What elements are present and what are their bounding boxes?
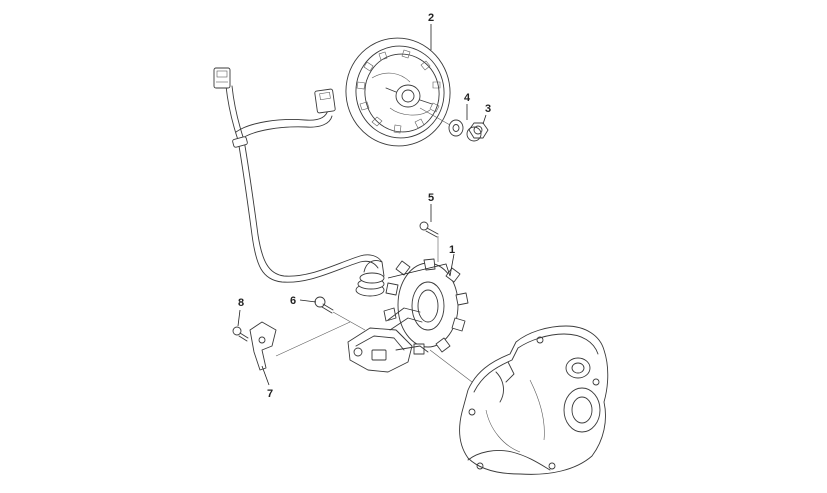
callout-8: 8 bbox=[238, 297, 244, 309]
flywheel-rotor bbox=[345, 37, 451, 147]
callout-5: 5 bbox=[428, 192, 434, 204]
callout-1: 1 bbox=[449, 244, 455, 256]
pickup-coil-bracket bbox=[347, 307, 429, 373]
callout-labels: 1 2 3 4 5 6 7 8 bbox=[238, 12, 491, 400]
callout-2: 2 bbox=[428, 12, 434, 24]
cable-clamp bbox=[249, 321, 277, 371]
washer bbox=[448, 119, 464, 137]
wiring-harness bbox=[213, 67, 385, 297]
callout-6: 6 bbox=[290, 295, 296, 307]
generator-cover bbox=[459, 325, 609, 475]
clamp-bolt bbox=[232, 326, 249, 342]
callout-3: 3 bbox=[485, 103, 491, 115]
bracket-bolt bbox=[314, 296, 334, 314]
connector-right bbox=[314, 88, 336, 114]
connector-left bbox=[213, 67, 231, 89]
flange-nut bbox=[466, 122, 489, 142]
callout-4: 4 bbox=[464, 92, 471, 104]
stator-bolt bbox=[419, 221, 439, 238]
callout-7: 7 bbox=[267, 388, 273, 400]
stator-assembly bbox=[383, 258, 469, 355]
grommet bbox=[355, 260, 385, 297]
leader-lines bbox=[237, 24, 487, 386]
